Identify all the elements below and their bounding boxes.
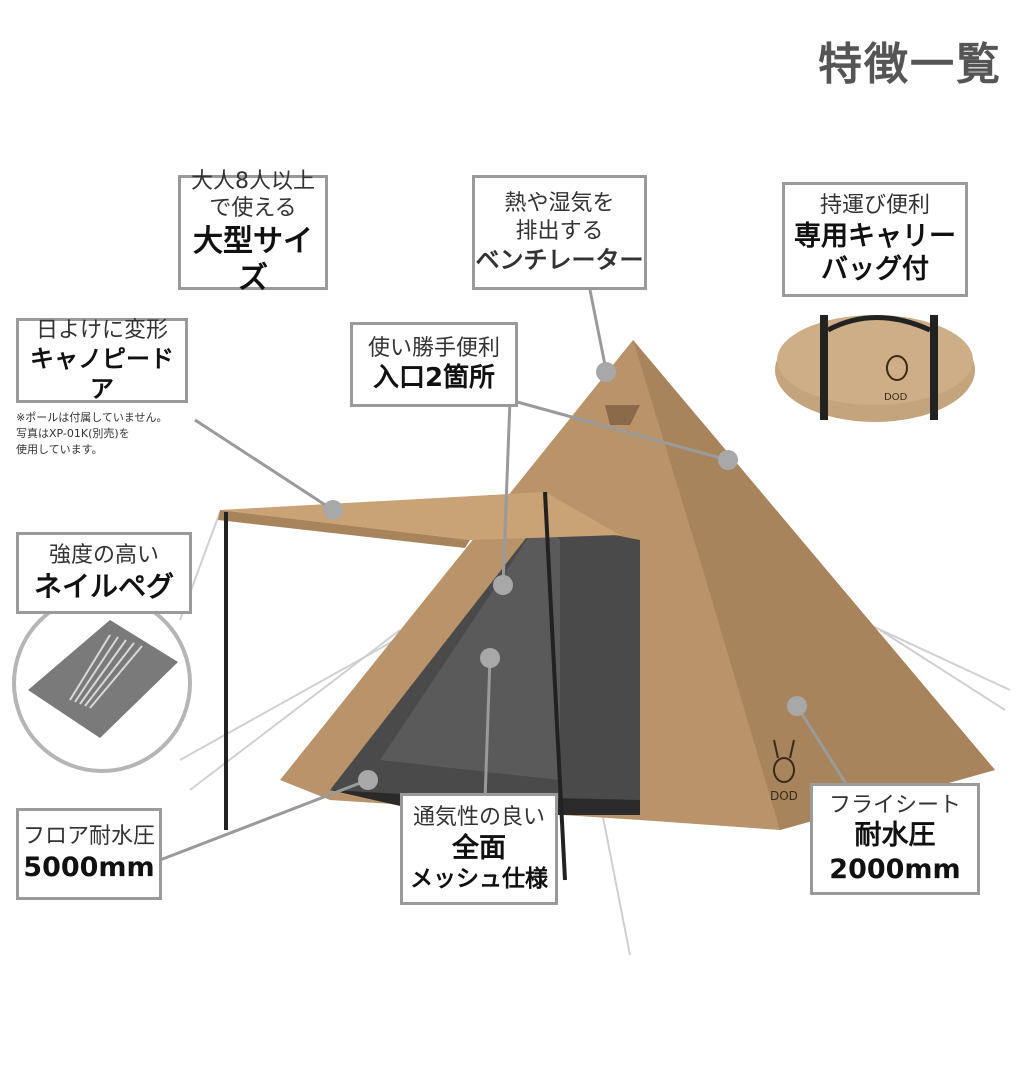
callout-ventilator-line1: 熱や湿気を: [504, 191, 615, 216]
callout-peg-line2: ネイルペグ: [33, 570, 174, 604]
callout-canopy-line1: 日よけに変形: [35, 317, 168, 343]
svg-text:DOD: DOD: [770, 789, 798, 803]
callout-ventilator: 熱や湿気を 排出する ベンチレーター: [472, 175, 647, 290]
canopy-note-line1: ※ポールは付属していません。: [16, 411, 168, 424]
callout-entrance-line2: 入口2箇所: [372, 363, 496, 393]
carry-bag-illustration: DOD: [775, 315, 975, 422]
callout-size-line2: で使える: [209, 196, 297, 221]
svg-text:DOD: DOD: [884, 392, 908, 403]
callout-size-line3: 大型サイズ: [193, 223, 313, 297]
callout-leaders: [159, 289, 852, 862]
callout-floor: フロア耐水圧 5000mm: [16, 808, 162, 900]
poles: [224, 491, 567, 881]
callout-size-line1: 大人8人以上: [191, 168, 315, 194]
callout-floor-line2: 5000mm: [23, 851, 155, 883]
callout-ventilator-line2: 排出する: [515, 218, 604, 244]
callout-fly-line3: 2000mm: [829, 853, 961, 885]
callout-canopy-line2: キャノピードア: [30, 345, 174, 404]
canopy-note-line3: 使用しています。: [16, 442, 103, 456]
callout-peg: 強度の高い ネイルペグ: [16, 532, 192, 614]
callout-fly-line2: 耐水圧: [854, 820, 936, 851]
callout-ventilator-line3: ベンチレーター: [475, 246, 644, 274]
callout-carry-bag-line1: 持運び便利: [819, 193, 930, 218]
callout-entrance-line1: 使い勝手便利: [367, 335, 500, 361]
callout-mesh-line1: 通気性の良い: [412, 805, 545, 830]
peg-illustration: [12, 593, 192, 773]
dod-logo-mark: DOD: [770, 739, 798, 803]
callout-mesh-line2: 全面: [452, 832, 506, 864]
callout-peg-line1: 強度の高い: [48, 542, 159, 568]
canopy-note: ※ポールは付属していません。 写真はXP-01K(別売)を 使用しています。: [16, 410, 216, 458]
callout-mesh-line3: メッシュ仕様: [410, 866, 548, 893]
callout-carry-bag: 持運び便利 専用キャリー バッグ付: [782, 182, 968, 297]
callout-floor-line1: フロア耐水圧: [22, 824, 155, 850]
callout-fly-line1: フライシート: [828, 792, 961, 818]
callout-entrance: 使い勝手便利 入口2箇所: [350, 322, 518, 407]
callout-carry-bag-line3: バッグ付: [821, 254, 929, 286]
callout-fly: フライシート 耐水圧 2000mm: [810, 783, 980, 895]
callout-dots: [323, 362, 807, 790]
callout-canopy: 日よけに変形 キャノピードア: [16, 318, 188, 403]
callout-mesh: 通気性の良い 全面 メッシュ仕様: [400, 793, 558, 905]
callout-size: 大人8人以上 で使える 大型サイズ: [178, 169, 328, 296]
page-title: 特徴一覧: [818, 39, 1002, 90]
callout-carry-bag-line2: 専用キャリー: [794, 220, 956, 252]
canopy-note-line2: 写真はXP-01K(別売)を: [16, 426, 130, 440]
